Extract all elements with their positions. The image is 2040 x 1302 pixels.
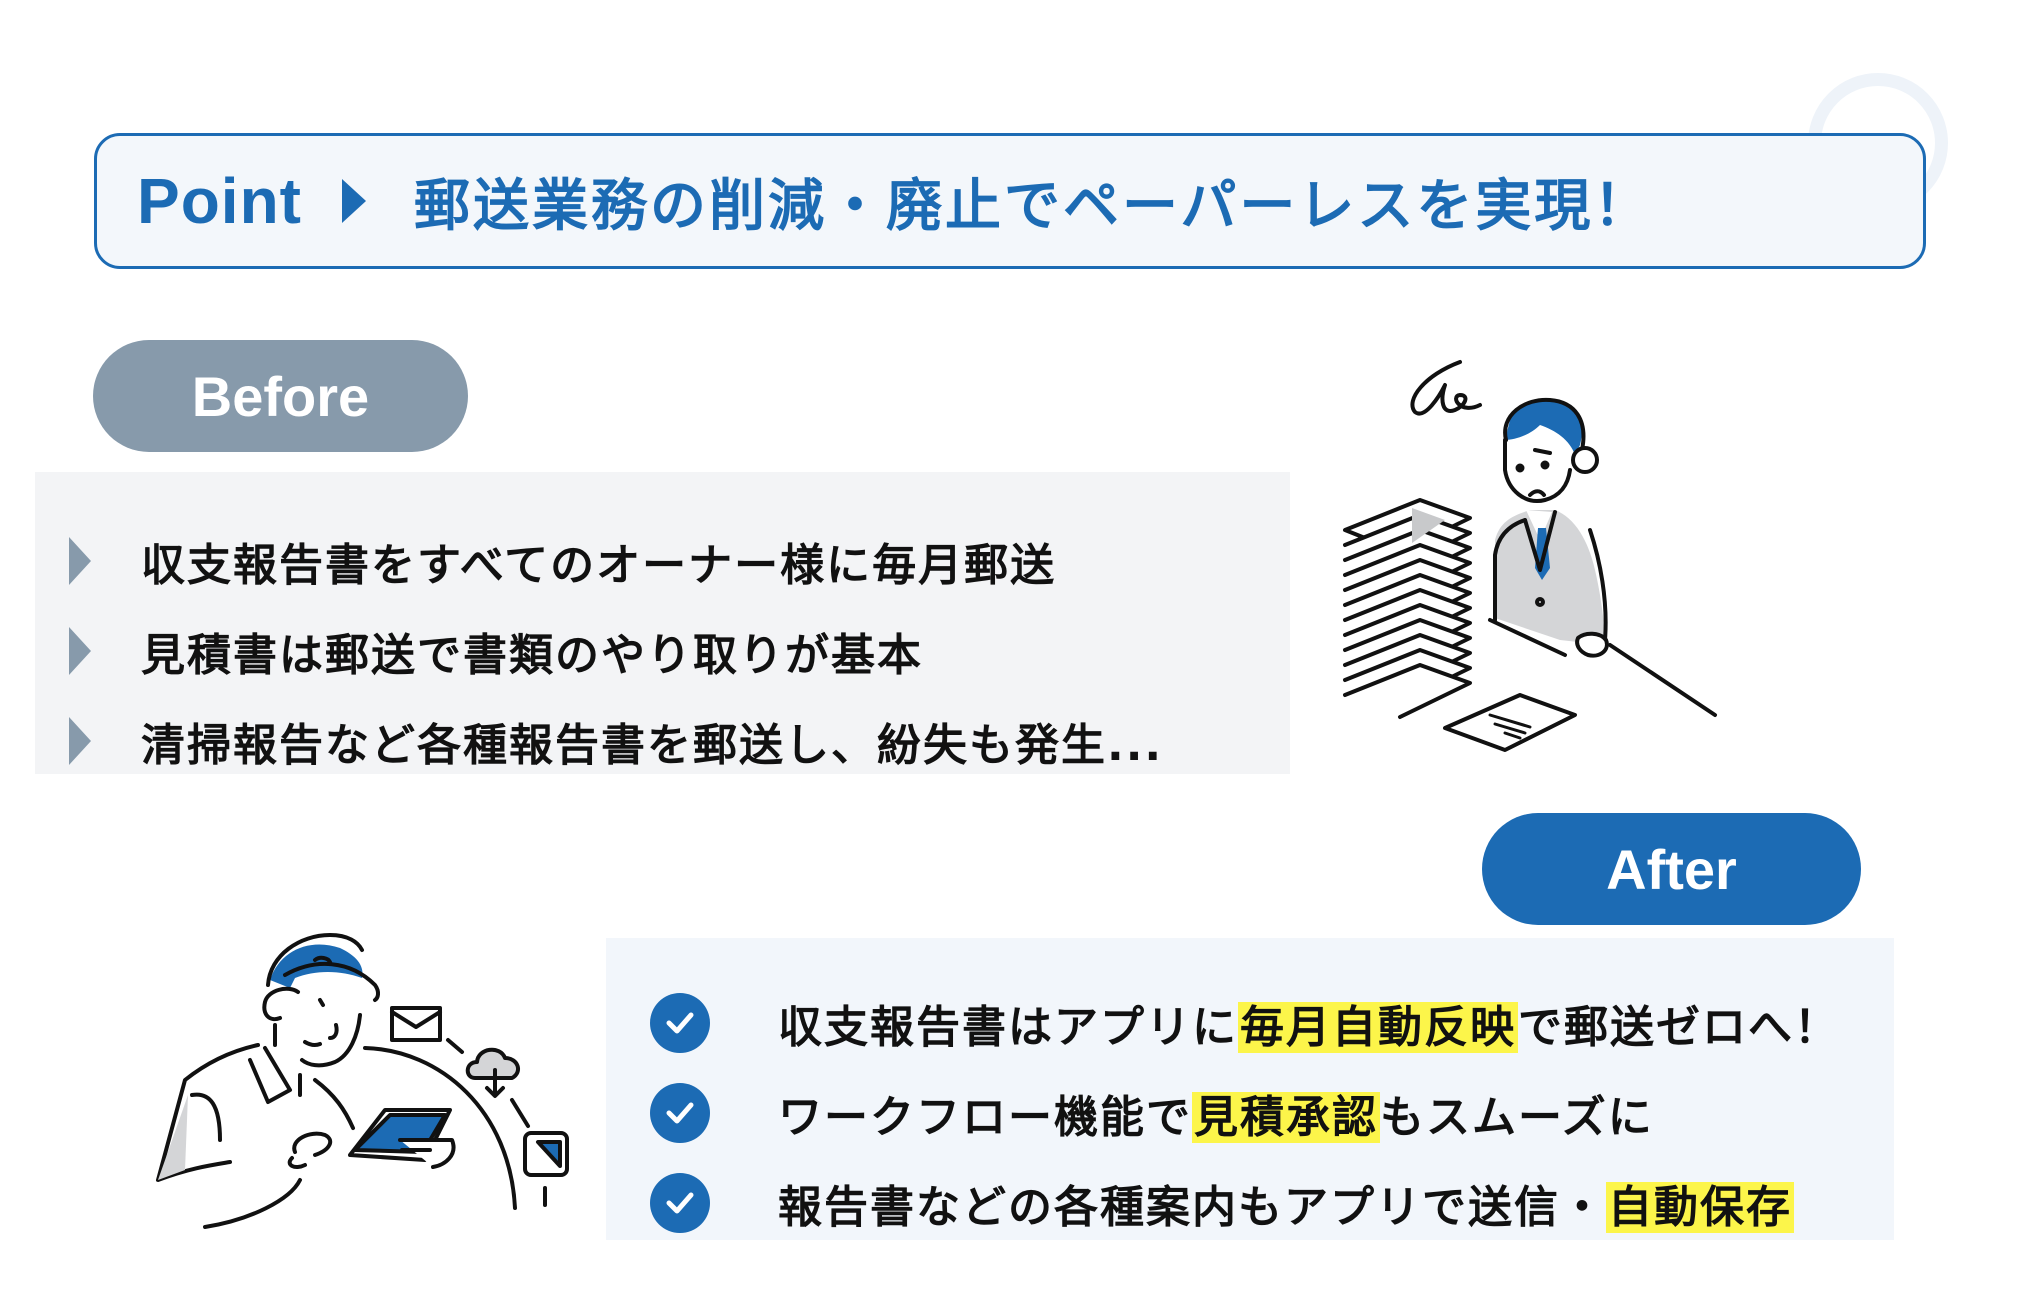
list-item: 収支報告書をすべてのオーナー様に毎月郵送 <box>69 516 1290 606</box>
list-item-text: 見積書は郵送で書類のやり取りが基本 <box>141 630 923 681</box>
check-circle-icon <box>650 993 710 1053</box>
highlight: 自動保存 <box>1606 1182 1794 1233</box>
worker-with-tablet-illustration <box>156 933 569 1229</box>
list-item: 見積書は郵送で書類のやり取りが基本 <box>69 606 1290 696</box>
before-list: 収支報告書をすべてのオーナー様に毎月郵送 見積書は郵送で書類のやり取りが基本 清… <box>35 472 1290 774</box>
worried-businessman-illustration <box>1343 360 1717 752</box>
triangle-bullet-icon <box>69 627 91 675</box>
check-circle-icon <box>650 1083 710 1143</box>
highlight: 毎月自動反映 <box>1238 1002 1518 1053</box>
list-item-text: 報告書などの各種案内もアプリで送信・自動保存 <box>778 1182 1794 1233</box>
list-item: ワークフロー機能で見積承認もスムーズに <box>650 1068 1894 1158</box>
list-item-text: 清掃報告など各種報告書を郵送し、紛失も発生... <box>141 720 1164 771</box>
before-badge: Before <box>93 340 468 452</box>
list-item: 清掃報告など各種報告書を郵送し、紛失も発生... <box>69 696 1290 786</box>
list-item-text: 収支報告書はアプリに毎月自動反映で郵送ゼロへ！ <box>778 1002 1840 1053</box>
point-banner: Point 郵送業務の削減・廃止でペーパーレスを実現！ <box>94 133 1926 269</box>
list-item-text: 収支報告書をすべてのオーナー様に毎月郵送 <box>141 540 1057 591</box>
list-item-text: ワークフロー機能で見積承認もスムーズに <box>778 1092 1654 1143</box>
list-item: 収支報告書はアプリに毎月自動反映で郵送ゼロへ！ <box>650 978 1894 1068</box>
triangle-bullet-icon <box>69 537 91 585</box>
highlight: 見積承認 <box>1192 1092 1380 1143</box>
point-label: Point <box>137 165 302 237</box>
triangle-right-icon <box>341 179 366 223</box>
triangle-bullet-icon <box>69 717 91 765</box>
check-circle-icon <box>650 1173 710 1233</box>
page-title: 郵送業務の削減・廃止でペーパーレスを実現！ <box>413 173 1653 239</box>
list-item: 報告書などの各種案内もアプリで送信・自動保存 <box>650 1158 1894 1248</box>
after-list: 収支報告書はアプリに毎月自動反映で郵送ゼロへ！ ワークフロー機能で見積承認もスム… <box>606 938 1894 1240</box>
after-badge: After <box>1482 813 1861 925</box>
